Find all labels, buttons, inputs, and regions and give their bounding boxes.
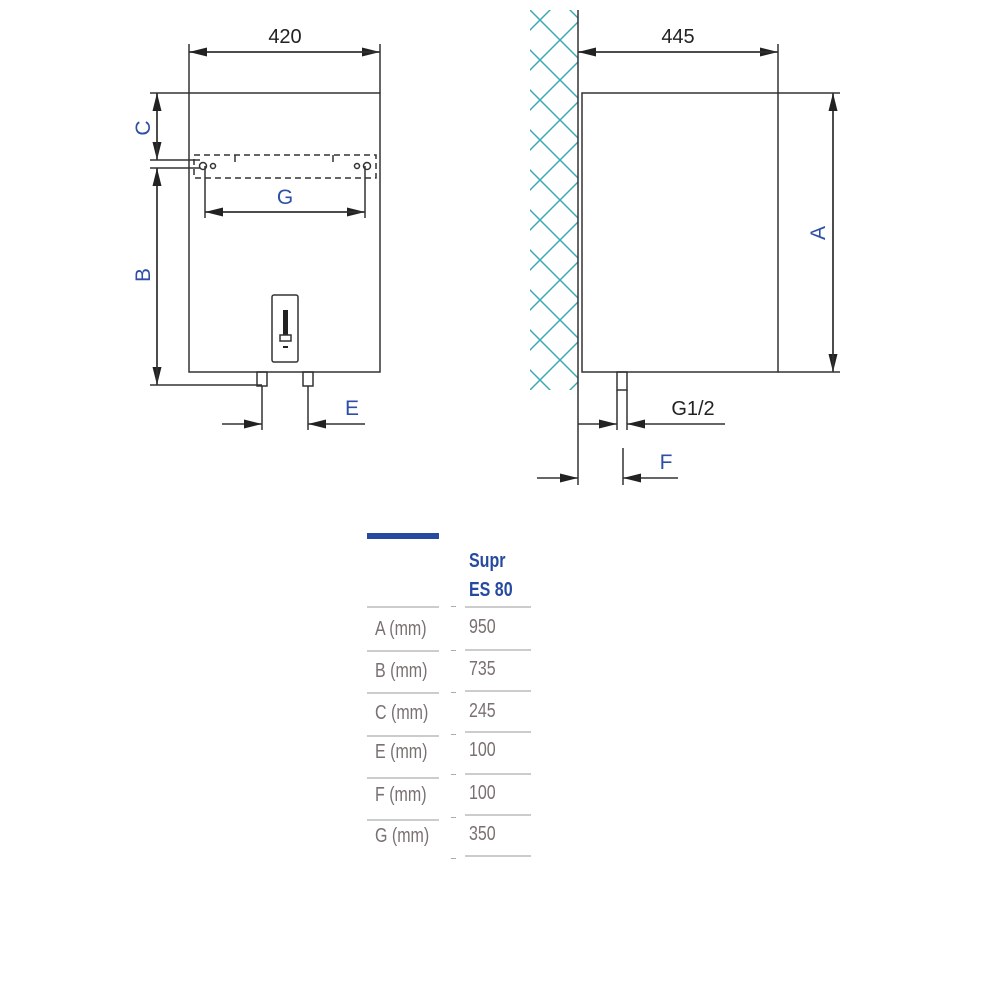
row-label: G (mm) bbox=[375, 825, 430, 847]
divider bbox=[367, 777, 439, 779]
depth-dimension: 445 bbox=[661, 26, 694, 48]
row-value: 735 bbox=[469, 658, 496, 680]
row-label: A (mm) bbox=[375, 618, 427, 640]
divider bbox=[451, 817, 456, 818]
b-dimension-label: B bbox=[132, 268, 155, 282]
row-label: B (mm) bbox=[375, 660, 428, 682]
side-view: 445 A G1/2 F bbox=[530, 10, 840, 485]
table-row: E (mm) 100 bbox=[367, 733, 537, 775]
e-dimension-label: E bbox=[345, 397, 359, 420]
divider bbox=[465, 731, 531, 733]
technical-drawing: 420 C B G E 445 A G1/2 F bbox=[132, 10, 840, 485]
model-header-line1: Supr bbox=[469, 550, 506, 572]
divider bbox=[465, 773, 531, 775]
g12-dimension-label: G1/2 bbox=[671, 398, 714, 420]
model-header: Supr ES 80 bbox=[469, 547, 513, 605]
row-label: F (mm) bbox=[375, 784, 427, 806]
table-row: C (mm) 245 bbox=[367, 694, 537, 736]
divider bbox=[465, 690, 531, 692]
width-dimension: 420 bbox=[268, 26, 301, 48]
divider bbox=[465, 649, 531, 651]
divider bbox=[367, 650, 439, 652]
model-header-line2: ES 80 bbox=[469, 579, 513, 601]
control-panel-icon bbox=[271, 294, 299, 363]
row-value: 100 bbox=[469, 739, 496, 761]
table-row: F (mm) 100 bbox=[367, 776, 537, 818]
divider bbox=[465, 855, 531, 857]
divider bbox=[367, 692, 439, 694]
front-view: 420 C B G E bbox=[132, 26, 381, 430]
row-value: 245 bbox=[469, 700, 496, 722]
table-row: G (mm) 350 bbox=[367, 817, 537, 859]
divider bbox=[451, 692, 456, 693]
wall-hatch bbox=[530, 10, 578, 390]
divider bbox=[451, 650, 456, 651]
heater-body-side bbox=[581, 92, 779, 373]
g-dimension-label: G bbox=[277, 186, 293, 209]
divider bbox=[367, 606, 439, 608]
divider bbox=[367, 735, 439, 737]
divider bbox=[367, 819, 439, 821]
divider bbox=[451, 734, 456, 735]
c-dimension-label: C bbox=[132, 120, 155, 135]
row-value: 100 bbox=[469, 782, 496, 804]
row-value: 950 bbox=[469, 616, 496, 638]
row-label: E (mm) bbox=[375, 741, 428, 763]
heater-body-front bbox=[188, 92, 381, 373]
row-label: C (mm) bbox=[375, 702, 429, 724]
row-value: 350 bbox=[469, 823, 496, 845]
divider bbox=[451, 858, 456, 859]
divider bbox=[451, 606, 456, 607]
table-accent-bar bbox=[367, 533, 439, 539]
divider bbox=[465, 814, 531, 816]
divider bbox=[465, 606, 531, 608]
wall-bracket bbox=[193, 154, 377, 179]
a-dimension-label: A bbox=[807, 226, 830, 240]
divider bbox=[451, 774, 456, 775]
table-row: A (mm) 950 bbox=[367, 610, 537, 652]
table-row: B (mm) 735 bbox=[367, 652, 537, 694]
f-dimension-label: F bbox=[660, 451, 673, 474]
